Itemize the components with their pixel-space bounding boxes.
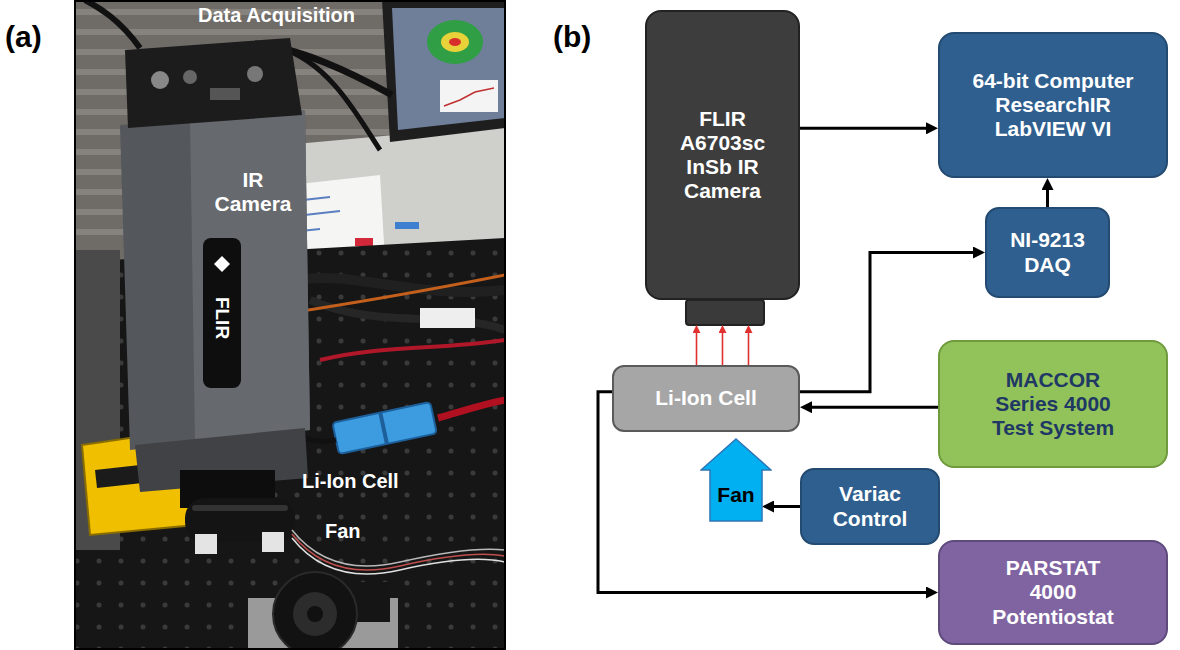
fan-arrow-outline	[701, 439, 771, 521]
tape-piece	[355, 238, 373, 246]
camera-box: FLIR A6703sc InSb IR Camera	[645, 10, 800, 300]
camera-front	[190, 110, 310, 442]
plot-panel	[440, 80, 498, 112]
fan-hub	[293, 592, 337, 636]
connector-arrow	[1046, 184, 1049, 207]
camera-lens-block	[686, 300, 764, 325]
fan-center	[307, 606, 323, 622]
thermal-image	[449, 38, 461, 46]
camera-top-unit	[125, 38, 302, 128]
ir-ray-arrow	[722, 329, 724, 365]
node-text: NI-9213 DAQ	[998, 228, 1098, 276]
camera-port	[151, 71, 169, 89]
panel-letter: (b)	[553, 20, 591, 55]
blower-fan	[273, 572, 357, 650]
connector-body	[332, 402, 436, 454]
node-text: Fan	[717, 483, 754, 507]
ir-ray-arrow	[696, 329, 698, 365]
plot-line	[444, 88, 494, 106]
logo-text: FLIR	[211, 297, 233, 339]
sense-wire	[292, 538, 505, 574]
camera-body	[120, 110, 310, 450]
fan-arrow-shape	[700, 438, 772, 522]
cell-highlight	[192, 505, 288, 511]
photo-label: Fan	[325, 520, 361, 543]
test-system-box: MACCOR Series 4000 Test System	[938, 340, 1168, 468]
node-text: 64-bit Computer ResearchIR LabVIEW VI	[956, 69, 1151, 141]
photo-label: Li-Ion Cell	[302, 470, 399, 493]
photo-label: Data Acquisition	[198, 4, 355, 27]
cell-box: Li-Ion Cell	[612, 365, 800, 432]
logo-badge	[203, 238, 241, 388]
thermal-image	[441, 32, 469, 52]
computer-box: 64-bit Computer ResearchIR LabVIEW VI	[938, 32, 1168, 178]
tape-piece	[395, 222, 419, 229]
node-text: MACCOR Series 4000 Test System	[978, 368, 1128, 440]
node-text: FLIR A6703sc InSb IR Camera	[668, 107, 778, 204]
camera-port	[183, 70, 197, 84]
camera-port	[247, 66, 263, 82]
panel-letter: (a)	[5, 20, 42, 55]
lab-photo	[75, 0, 505, 650]
connector-arrow	[806, 406, 938, 409]
photo-border	[75, 1, 505, 649]
daq-box: NI-9213 DAQ	[985, 207, 1110, 298]
logo-emblem	[214, 256, 230, 272]
node-text: Variac Control	[815, 482, 925, 530]
power-connector	[332, 402, 436, 454]
variac-box: Variac Control	[800, 468, 940, 545]
power-wire	[438, 400, 505, 418]
connector-arrow	[800, 127, 932, 130]
foam-pad	[262, 532, 284, 552]
laptop-screen-frame	[382, 0, 505, 142]
camera-cable	[85, 0, 140, 48]
junction-box	[420, 308, 475, 328]
node-text: Li-Ion Cell	[655, 386, 757, 410]
ir-ray-arrow	[748, 329, 750, 365]
connector-arrow	[768, 505, 800, 508]
foam-pad	[195, 534, 217, 554]
node-text: PARSTAT 4000 Potentiostat	[983, 556, 1123, 628]
potentiostat-box: PARSTAT 4000 Potentiostat	[938, 540, 1168, 645]
fan-arrow: Fan	[700, 438, 772, 522]
power-wire	[320, 340, 505, 360]
photo-label: IR Camera	[207, 168, 299, 216]
connector-split	[378, 412, 389, 444]
thermal-image	[427, 20, 483, 64]
laptop-screen	[392, 8, 505, 130]
camera-port	[210, 88, 240, 100]
